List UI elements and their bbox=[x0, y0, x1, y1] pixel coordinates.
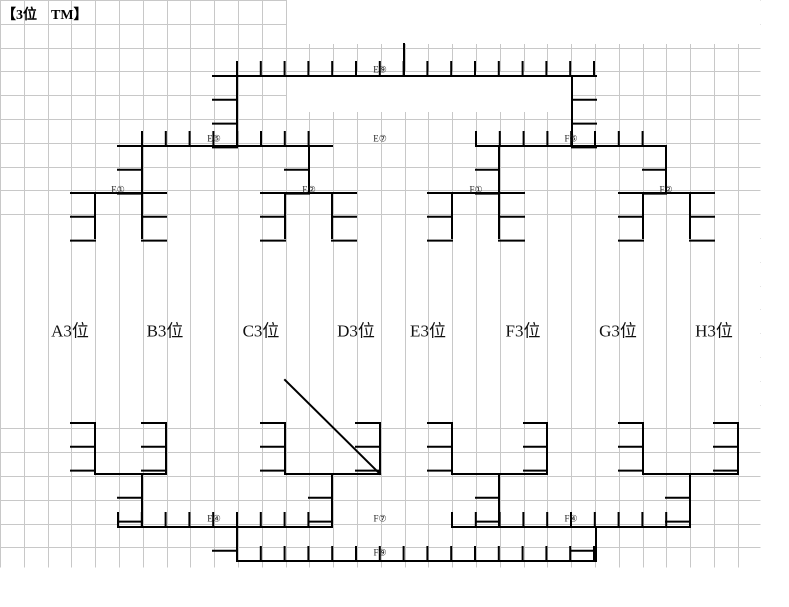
bracket-line bbox=[283, 378, 382, 476]
match-label-f5: F⑤ bbox=[564, 133, 578, 144]
team-label-h: H3位 bbox=[695, 321, 733, 341]
match-label-e2: E② bbox=[302, 184, 316, 195]
match-label-f2: F② bbox=[659, 184, 673, 195]
team-label-e: E3位 bbox=[410, 321, 446, 341]
team-label-f: F3位 bbox=[505, 321, 541, 341]
match-label-e4: E④ bbox=[207, 513, 221, 524]
match-label-e7: E⑦ bbox=[373, 133, 387, 144]
match-label-f9: F⑨ bbox=[373, 547, 387, 558]
final-blank-area bbox=[287, 72, 573, 112]
sheet-title: 【3位 TM】 bbox=[2, 8, 88, 23]
sheet-margin-bottom bbox=[0, 568, 789, 607]
match-label-e1: E① bbox=[111, 184, 125, 195]
match-label-f4: F④ bbox=[564, 513, 578, 524]
match-label-e5: E⑤ bbox=[207, 133, 221, 144]
match-label-f7: F⑦ bbox=[373, 513, 387, 524]
team-label-b: B3位 bbox=[146, 321, 184, 341]
match-label-f1: F① bbox=[469, 184, 483, 195]
title-blank-area bbox=[287, 0, 760, 44]
sheet-margin-right bbox=[761, 0, 789, 607]
team-label-c: C3位 bbox=[242, 321, 280, 341]
team-label-g: G3位 bbox=[599, 321, 637, 341]
match-label-e9: E⑨ bbox=[373, 64, 387, 75]
team-label-d: D3位 bbox=[337, 321, 375, 341]
team-band bbox=[0, 238, 760, 423]
team-label-a: A3位 bbox=[51, 321, 89, 341]
